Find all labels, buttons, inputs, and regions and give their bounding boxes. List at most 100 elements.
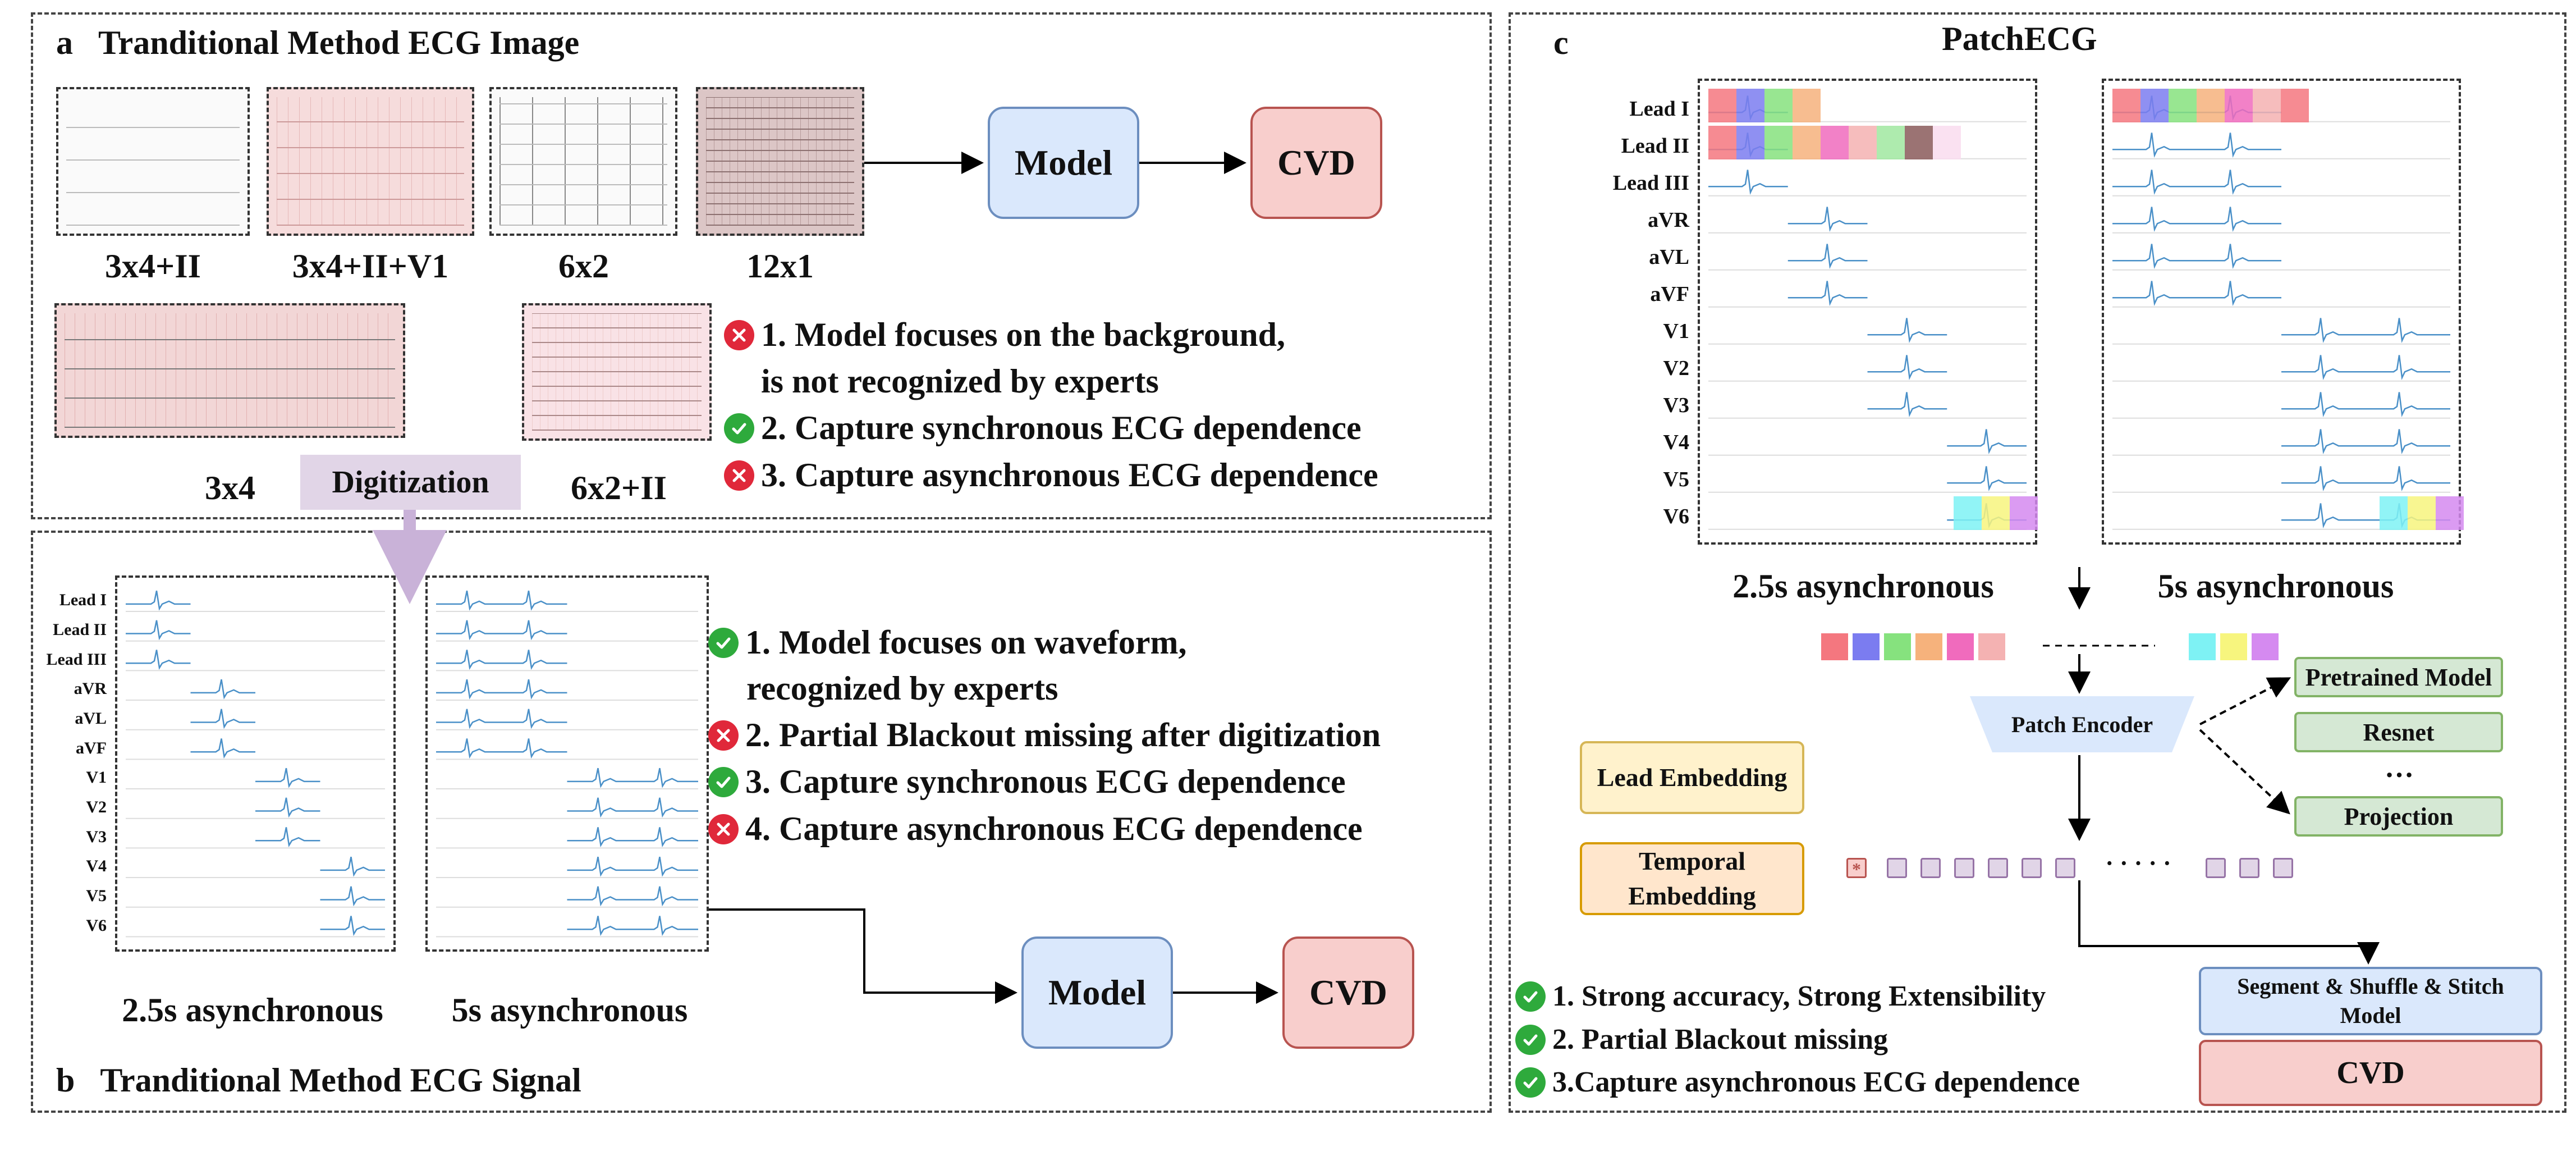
lead-label: V6 xyxy=(1663,504,1689,528)
patch-ecg-5s xyxy=(2102,79,2464,545)
panel-c-title: PatchECG xyxy=(1942,20,2097,57)
lead-label: Lead I xyxy=(59,591,107,610)
lead-label: aVF xyxy=(76,738,107,757)
panel-b-title: b Tranditional Method ECG Signal xyxy=(56,1061,581,1100)
lead-waveform xyxy=(2112,281,2281,306)
lead-waveform xyxy=(2281,429,2450,454)
patch-token xyxy=(1853,633,1880,660)
panel-a-point-3-text: 3. Capture asynchronous ECG dependence xyxy=(761,456,1378,494)
ecg-patch xyxy=(1821,126,1849,159)
ecg-patch xyxy=(1793,89,1821,122)
panel-a-title-text: Tranditional Method ECG Image xyxy=(98,24,580,61)
lead-waveform xyxy=(320,916,385,936)
panel-b xyxy=(31,531,1492,1113)
panel-b-point-1-cont-text: recognized by experts xyxy=(746,670,1058,707)
panel-b-title-text: Tranditional Method ECG Signal xyxy=(100,1062,581,1099)
ecg-patch xyxy=(1933,126,1961,159)
ecg-patch xyxy=(2197,89,2225,122)
ecg-patch xyxy=(2140,89,2169,122)
lead-label: V3 xyxy=(1663,393,1689,417)
cvd-box-c: CVD xyxy=(2199,1040,2542,1106)
ecg-image-grid xyxy=(277,97,464,226)
embedding-token xyxy=(2055,858,2075,878)
lead-waveform xyxy=(436,620,567,641)
lead-waveform xyxy=(2112,207,2281,232)
lead-waveform xyxy=(2281,466,2450,491)
caption-2-5s-c: 2.5s asynchronous xyxy=(1732,568,1994,605)
lead-waveform xyxy=(1867,318,1947,343)
panel-b-point-2: 2. Partial Blackout missing after digiti… xyxy=(708,716,1381,755)
ecg-patch xyxy=(2407,496,2436,530)
lead-waveform xyxy=(436,709,567,729)
panel-a-point-3: 3. Capture asynchronous ECG dependence xyxy=(724,456,1378,495)
panel-a-point-1-cont-text: is not recognized by experts xyxy=(761,363,1159,400)
ecg-signal-2-5s xyxy=(115,575,396,952)
resnet-box: Resnet xyxy=(2294,712,2503,752)
panel-a-letter: a xyxy=(56,24,73,61)
lead-waveform xyxy=(567,767,698,788)
lead-waveform xyxy=(2281,392,2450,417)
ecg-image-3x4-ii-v1 xyxy=(267,87,474,236)
lead-label: Lead II xyxy=(53,620,107,639)
model-box-b: Model xyxy=(1021,936,1173,1049)
panel-c-point-1: 1. Strong accuracy, Strong Extensibility xyxy=(1515,980,2046,1013)
panel-c-point-1-text: 1. Strong accuracy, Strong Extensibility xyxy=(1552,980,2046,1012)
lead-label: V2 xyxy=(86,798,107,817)
temporal-embedding-box: Temporal Embedding xyxy=(1580,842,1804,915)
arrow-signal-to-model xyxy=(709,908,1017,1004)
patch-token xyxy=(1947,633,1974,660)
ecg-patch xyxy=(1981,496,2010,530)
embedding-token xyxy=(1887,858,1907,878)
check-circle-icon xyxy=(708,627,739,658)
lead-label: aVL xyxy=(75,709,107,728)
thumb-label-3x4: 3x4 xyxy=(205,469,255,506)
cross-circle-icon xyxy=(708,720,739,751)
lead-label: aVL xyxy=(1649,245,1689,269)
embedding-token xyxy=(2206,858,2226,878)
lead-waveform xyxy=(1867,392,1947,417)
arrow-tokens-to-model xyxy=(2078,880,2380,965)
lead-waveform xyxy=(255,797,320,818)
panel-b-point-3-text: 3. Capture synchronous ECG dependence xyxy=(745,763,1346,800)
lead-waveform xyxy=(567,916,698,936)
lead-waveform xyxy=(255,827,320,848)
lead-waveform xyxy=(2112,170,2281,195)
lead-waveform xyxy=(190,679,255,700)
ecg-patch xyxy=(2225,89,2253,122)
cross-circle-icon xyxy=(724,460,754,491)
lead-label: V6 xyxy=(86,916,107,935)
ecg-patch xyxy=(1708,89,1736,122)
panel-b-point-2-text: 2. Partial Blackout missing after digiti… xyxy=(745,716,1381,753)
panel-a-title: a Tranditional Method ECG Image xyxy=(56,24,579,62)
check-circle-icon xyxy=(1515,1067,1546,1098)
panel-b-point-4-text: 4. Capture asynchronous ECG dependence xyxy=(745,810,1363,847)
panel-c-letter: c xyxy=(1553,24,1569,61)
projection-box: Projection xyxy=(2294,796,2503,837)
lead-waveform xyxy=(190,738,255,759)
panel-a-point-2: 2. Capture synchronous ECG dependence xyxy=(724,409,1362,447)
token-dots: · · · · · xyxy=(2105,849,2171,877)
lead-waveform xyxy=(1708,170,1788,195)
lead-label: V5 xyxy=(1663,467,1689,491)
patch-token xyxy=(1978,633,2005,660)
arrow-encoder-to-projection xyxy=(2199,729,2290,815)
thumb-label-6x2-ii: 6x2+II xyxy=(571,469,667,506)
check-circle-icon xyxy=(708,766,739,797)
lead-label: V4 xyxy=(1663,430,1689,454)
lead-label: Lead III xyxy=(1612,171,1689,195)
lead-waveform xyxy=(567,797,698,818)
embedding-token xyxy=(1954,858,1974,878)
ecg-patch xyxy=(1764,89,1793,122)
lead-waveform xyxy=(1787,207,1868,232)
ecg-patch xyxy=(2379,496,2408,530)
thumb-label-6x2: 6x2 xyxy=(558,248,609,285)
lead-label: V1 xyxy=(86,768,107,787)
segment-shuffle-stitch-model: Segment & Shuffle & Stitch Model xyxy=(2199,967,2542,1035)
lead-label: Lead III xyxy=(46,650,107,669)
caption-2-5s-b: 2.5s asynchronous xyxy=(122,992,383,1029)
lead-waveform xyxy=(1947,466,2027,491)
lead-waveform xyxy=(255,767,320,788)
arrow-encoder-to-pretrained xyxy=(2199,677,2291,725)
lead-label: Lead II xyxy=(1621,134,1689,158)
panel-b-letter: b xyxy=(56,1062,75,1099)
